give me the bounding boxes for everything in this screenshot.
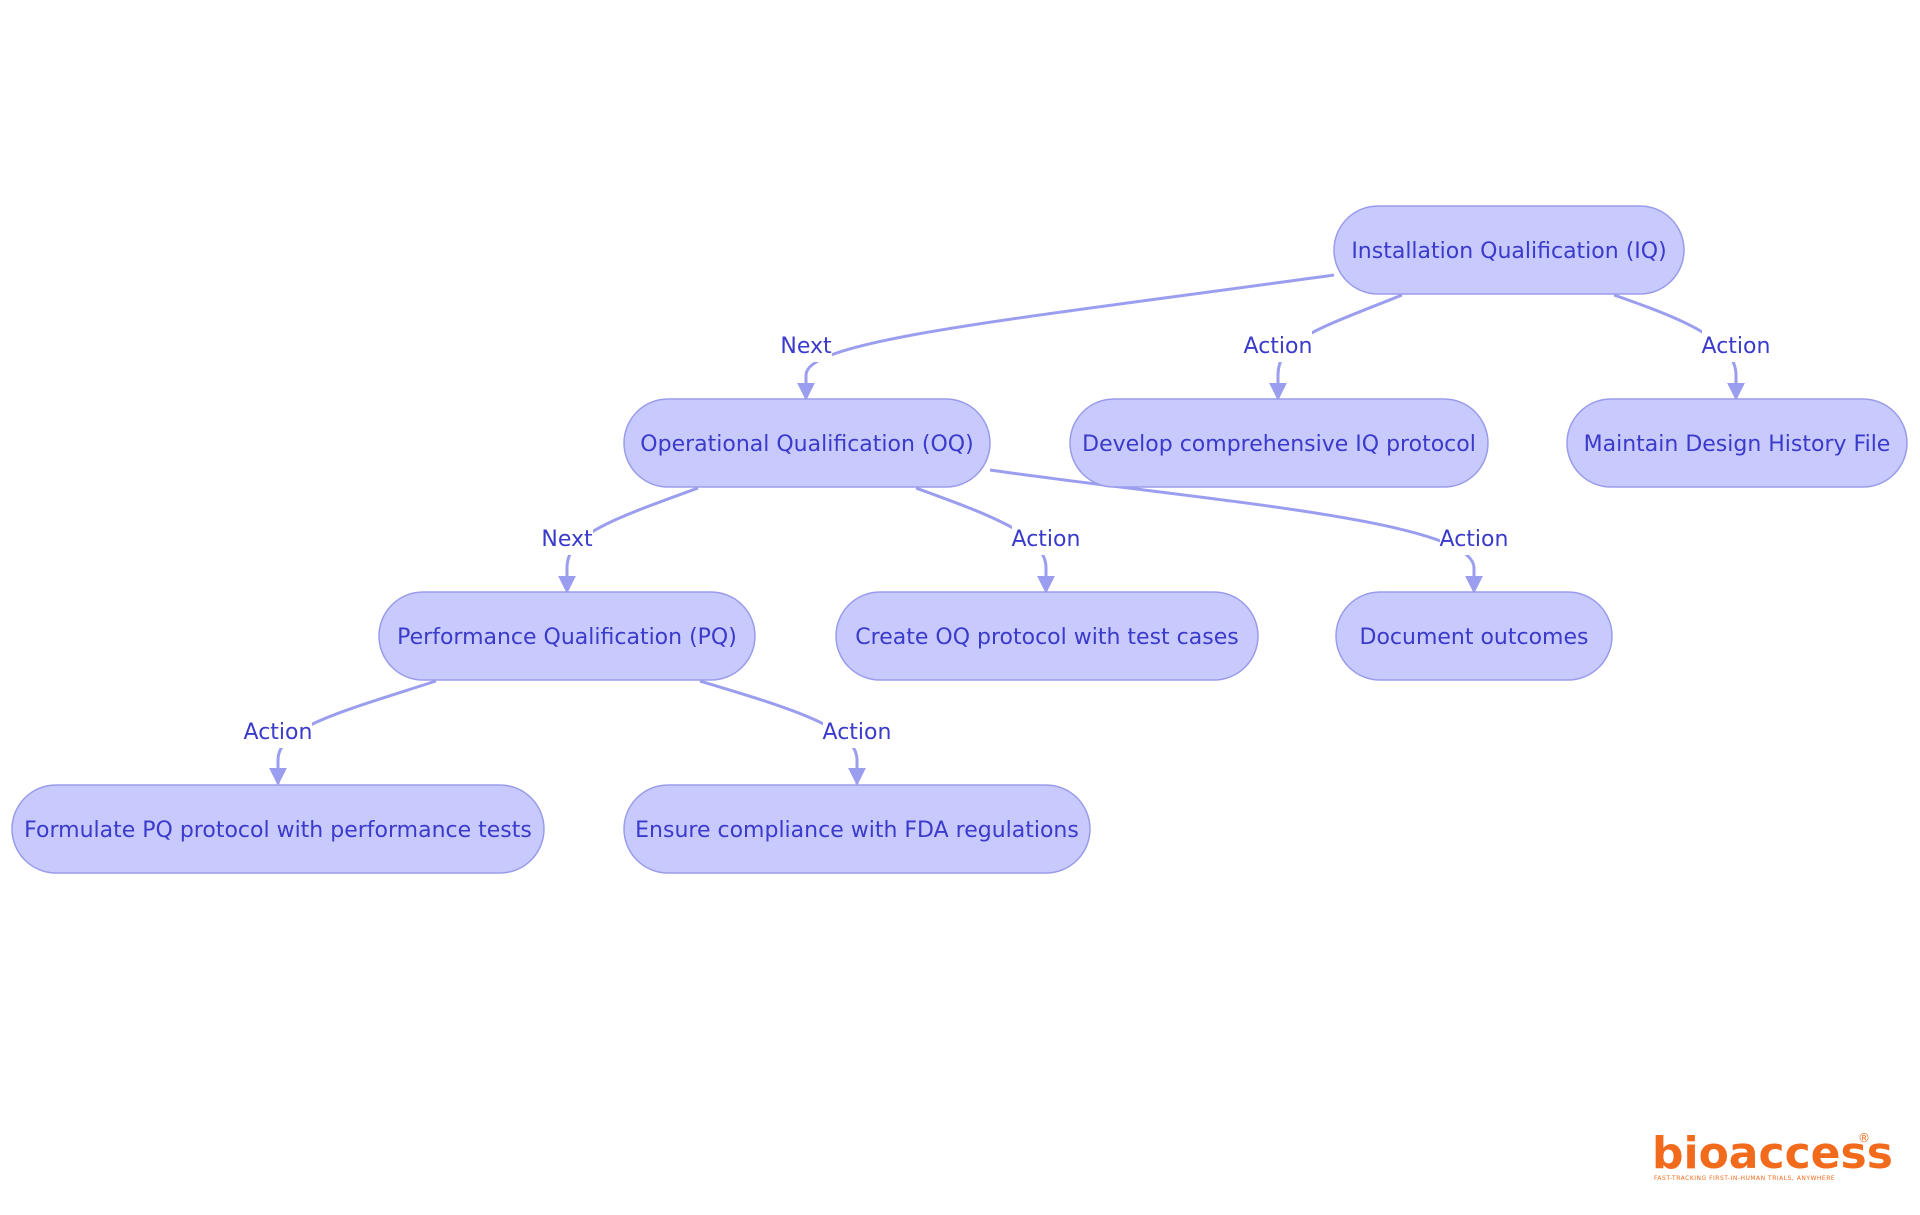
node-oq-protocol[interactable]: Create OQ protocol with test cases	[835, 591, 1259, 681]
node-iq[interactable]: Installation Qualification (IQ)	[1333, 205, 1685, 295]
edge-label-bg	[823, 714, 891, 748]
node-document-shape	[1335, 591, 1613, 681]
edge-label-iq-to-iq-protocol: Action	[1244, 334, 1313, 359]
edge-label-oq-to-oq-protocol: Action	[1012, 527, 1081, 552]
node-iq-protocol-label: Develop comprehensive IQ protocol	[1082, 432, 1476, 457]
node-compliance[interactable]: Ensure compliance with FDA regulations	[623, 784, 1091, 874]
edge-label-oq-to-pq: Next	[541, 527, 593, 552]
edge-label-bg	[244, 714, 312, 748]
node-oq-shape	[623, 398, 991, 488]
edge-label-pq-to-compliance: Action	[823, 720, 892, 745]
logo-wordmark: bioaccess	[1652, 1128, 1893, 1179]
node-dhf[interactable]: Maintain Design History File	[1566, 398, 1908, 488]
edge-label-bg	[1440, 521, 1508, 555]
node-dhf-shape	[1566, 398, 1908, 488]
logo-tagline: FAST-TRACKING FIRST-IN-HUMAN TRIALS, ANY…	[1654, 1175, 1835, 1182]
node-iq-label: Installation Qualification (IQ)	[1351, 239, 1666, 264]
node-oq-label: Operational Qualification (OQ)	[640, 432, 973, 457]
edge-pq-to-compliance	[699, 679, 866, 786]
edge-label-bg	[780, 328, 832, 362]
node-compliance-shape	[623, 784, 1091, 874]
node-iq-shape	[1333, 205, 1685, 295]
node-pq-shape	[378, 591, 756, 681]
node-iq-protocol[interactable]: Develop comprehensive IQ protocol	[1069, 398, 1489, 488]
node-oq-protocol-label: Create OQ protocol with test cases	[855, 625, 1238, 650]
node-oq[interactable]: Operational Qualification (OQ)	[623, 398, 991, 488]
edge-label-oq-to-document: Action	[1440, 527, 1509, 552]
node-oq-protocol-shape	[835, 591, 1259, 681]
edge-pq-to-pq-protocol	[269, 679, 437, 786]
node-document[interactable]: Document outcomes	[1335, 591, 1613, 681]
logo-registered-mark: ®	[1858, 1131, 1870, 1145]
edges	[269, 273, 1745, 786]
bioaccess-logo: bioaccess ® FAST-TRACKING FIRST-IN-HUMAN…	[1652, 1128, 1893, 1182]
node-pq-protocol-label: Formulate PQ protocol with performance t…	[24, 818, 532, 843]
node-iq-protocol-shape	[1069, 398, 1489, 488]
edge-label-bg	[541, 521, 593, 555]
node-pq-protocol[interactable]: Formulate PQ protocol with performance t…	[11, 784, 545, 874]
edge-iq-to-oq	[797, 273, 1335, 401]
node-dhf-label: Maintain Design History File	[1584, 432, 1891, 457]
edge-oq-to-pq	[558, 486, 699, 594]
edge-label-iq-to-oq: Next	[780, 334, 832, 359]
node-pq-label: Performance Qualification (PQ)	[397, 625, 737, 650]
edge-label-iq-to-dhf: Action	[1702, 334, 1771, 359]
node-compliance-label: Ensure compliance with FDA regulations	[635, 818, 1079, 843]
node-pq-protocol-shape	[11, 784, 545, 874]
nodes: Installation Qualification (IQ) Operatio…	[11, 205, 1908, 874]
edge-label-pq-to-pq-protocol: Action	[244, 720, 313, 745]
edge-label-bg	[1702, 328, 1770, 362]
edge-label-bg	[1012, 521, 1080, 555]
edge-labels: Next Action Action Next Action Action Ac…	[244, 328, 1771, 748]
node-document-label: Document outcomes	[1360, 625, 1589, 650]
edge-label-bg	[1244, 328, 1312, 362]
node-pq[interactable]: Performance Qualification (PQ)	[378, 591, 756, 681]
